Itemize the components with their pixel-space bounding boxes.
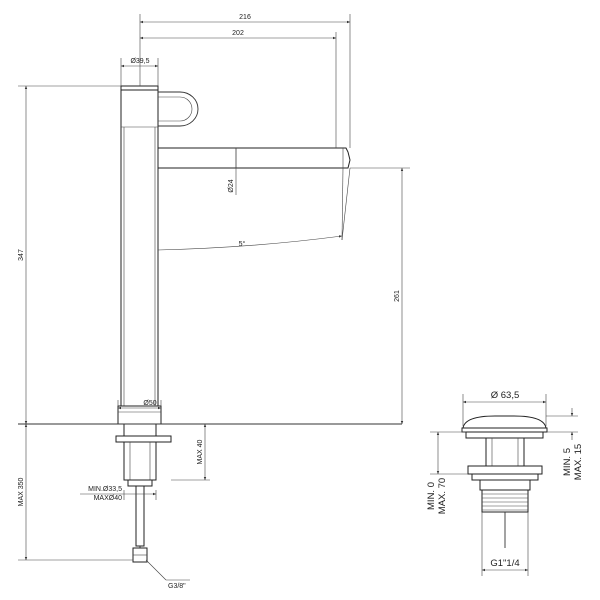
drain-cap xyxy=(462,415,547,429)
dim-347: 347 xyxy=(18,249,25,261)
dim-deck-max: MAX 40 xyxy=(197,439,204,464)
dim-261: 261 xyxy=(394,290,401,302)
faucet-base xyxy=(117,405,162,425)
drain-flange xyxy=(461,427,548,433)
drain-body xyxy=(485,437,525,467)
dim-cap-diameter: Ø 63,5 xyxy=(491,390,520,401)
dim-202: 202 xyxy=(232,30,244,37)
faucet-top-cap xyxy=(120,85,159,91)
dim-hole-max: MAXØ40 xyxy=(94,495,123,502)
dim-connection: G3/8" xyxy=(168,583,186,590)
dim-spout-diameter: Ø24 xyxy=(228,179,235,192)
drain-drawing: Ø 63,5 MIN. 0 MAX. 70 MIN. 5 MAX. 15 G1"… xyxy=(426,390,584,576)
dim-drain-max-15: MAX. 15 xyxy=(573,444,584,480)
faucet-fixing-nut xyxy=(115,435,172,443)
dim-spout-angle: 5° xyxy=(239,240,246,248)
faucet-handle xyxy=(158,91,199,127)
dim-drain-min-0: MIN. 0 xyxy=(426,482,437,510)
dim-drain-min-5: MIN. 5 xyxy=(562,448,573,476)
dim-hole-min: MIN.Ø33,5 xyxy=(88,486,122,493)
dim-drain-thread: G1"1/4 xyxy=(490,558,519,569)
dim-216: 216 xyxy=(239,14,251,21)
dim-base-diameter: Ø50 xyxy=(143,400,156,407)
faucet-body xyxy=(120,85,159,407)
faucet-spout xyxy=(157,147,351,169)
dim-max-350: MAX 350 xyxy=(18,477,25,506)
faucet-drawing: 216 202 Ø39,5 Ø24 5° 347 261 Ø50 xyxy=(18,14,410,590)
drain-thread xyxy=(481,489,529,513)
dim-drain-max-70: MAX. 70 xyxy=(437,478,448,514)
dim-body-diameter: Ø39,5 xyxy=(130,58,149,65)
